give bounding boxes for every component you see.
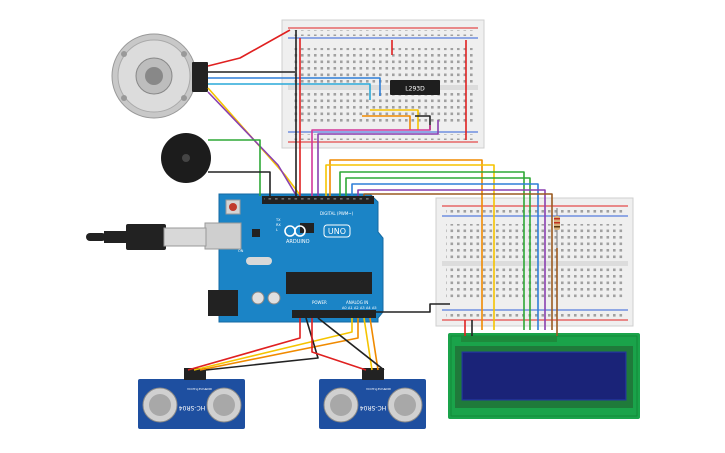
usb-cable bbox=[86, 224, 207, 250]
wire-digital-yellow bbox=[325, 164, 495, 330]
pin-a5: A5 bbox=[372, 306, 377, 310]
pin-a1: A1 bbox=[348, 306, 353, 310]
wire-chip-yellow bbox=[370, 109, 419, 130]
atmega-chip bbox=[286, 272, 372, 294]
wire-sensor-right-red bbox=[311, 318, 367, 371]
wire-buzzer-green bbox=[208, 139, 261, 196]
resistor bbox=[554, 208, 560, 248]
wire-sensor-left-black bbox=[205, 317, 319, 371]
sensor-pin-vcc: VCC bbox=[187, 387, 193, 391]
sensor-pin-gnd: GND bbox=[205, 387, 213, 391]
wire-buzzer-black bbox=[208, 171, 271, 196]
led-label-l: L bbox=[276, 228, 278, 232]
wire-motor-cyan bbox=[208, 83, 371, 100]
wire-sensor-right-yellow bbox=[363, 317, 373, 371]
led-label-on: ON bbox=[238, 249, 244, 253]
wire-digital-purple bbox=[357, 189, 546, 330]
wire-digital-blue bbox=[351, 183, 539, 330]
wire-chip-pink bbox=[311, 125, 431, 196]
wire-sensor-right-black bbox=[317, 317, 385, 371]
wire-sensor-left-yellow bbox=[193, 318, 353, 371]
breadboard-top bbox=[281, 19, 485, 149]
sensor-label: HC-SR04 bbox=[179, 404, 206, 411]
wire-digital-brown bbox=[363, 193, 553, 330]
wires bbox=[187, 29, 558, 371]
led-label-rx: RX bbox=[276, 223, 281, 227]
digital-label: DIGITAL (PWM~) bbox=[320, 211, 354, 216]
arduino-model: UNO bbox=[328, 227, 346, 236]
sensor-pin-gnd: GND bbox=[384, 387, 392, 391]
wire-motor-purple bbox=[207, 91, 297, 196]
wire-digital-green2 bbox=[345, 177, 531, 330]
wire-sensor-right-orange bbox=[369, 317, 379, 371]
analog-pin-labels: A0 A1 A2 A3 A4 A5 bbox=[342, 306, 377, 310]
ultrasonic-sensor-left: HC-SR04 VCC Trig Echo GND bbox=[138, 368, 245, 429]
usb-port bbox=[204, 222, 242, 250]
wire-arduino-black-right bbox=[376, 303, 450, 313]
dc-motor bbox=[111, 33, 208, 119]
analog-label: ANALOG IN bbox=[346, 300, 368, 305]
wire-sensor-left-red bbox=[187, 318, 301, 371]
sensor-pin-vcc: VCC bbox=[366, 387, 372, 391]
pin-a3: A3 bbox=[360, 306, 365, 310]
pin-a2: A2 bbox=[354, 306, 359, 310]
breadboard-right bbox=[435, 197, 634, 327]
piezo-buzzer bbox=[161, 133, 211, 183]
chip-label: L293D bbox=[405, 86, 425, 93]
sensor-pin-trig: Trig bbox=[371, 387, 377, 391]
lcd-pins bbox=[461, 336, 557, 342]
arduino-brand: ARDUINO bbox=[286, 239, 310, 245]
wire-chip-purple bbox=[317, 120, 439, 196]
power-label: POWER bbox=[312, 300, 327, 305]
wire-motor-blue bbox=[208, 77, 381, 96]
sensor-pin-trig: Trig bbox=[192, 387, 198, 391]
wire-chip-orange bbox=[362, 115, 411, 130]
wire-motor-red bbox=[207, 29, 291, 67]
l293d-chip: L293D bbox=[390, 80, 440, 95]
wire-digital-orange bbox=[329, 159, 483, 330]
power-jack bbox=[208, 290, 238, 316]
arduino-uno: ARDUINO UNO DIGITAL (PWM~) POWER ANALOG … bbox=[204, 193, 384, 323]
onboard-leds: TX RX L ON bbox=[238, 218, 281, 253]
lcd-display bbox=[448, 333, 640, 419]
wire-sensor-left-orange bbox=[199, 318, 359, 371]
pin-a0: A0 bbox=[342, 306, 347, 310]
sensor-pin-echo: Echo bbox=[199, 387, 206, 391]
wire-digital-green1 bbox=[339, 171, 525, 330]
wire-motor-yellow bbox=[207, 87, 301, 196]
sensor-pin-echo: Echo bbox=[378, 387, 385, 391]
sensor-label: HC-SR04 bbox=[360, 404, 387, 411]
ultrasonic-sensor-right: HC-SR04 VCC Trig Echo GND bbox=[319, 368, 426, 429]
pin-a4: A4 bbox=[366, 306, 371, 310]
led-label-tx: TX bbox=[275, 218, 281, 222]
